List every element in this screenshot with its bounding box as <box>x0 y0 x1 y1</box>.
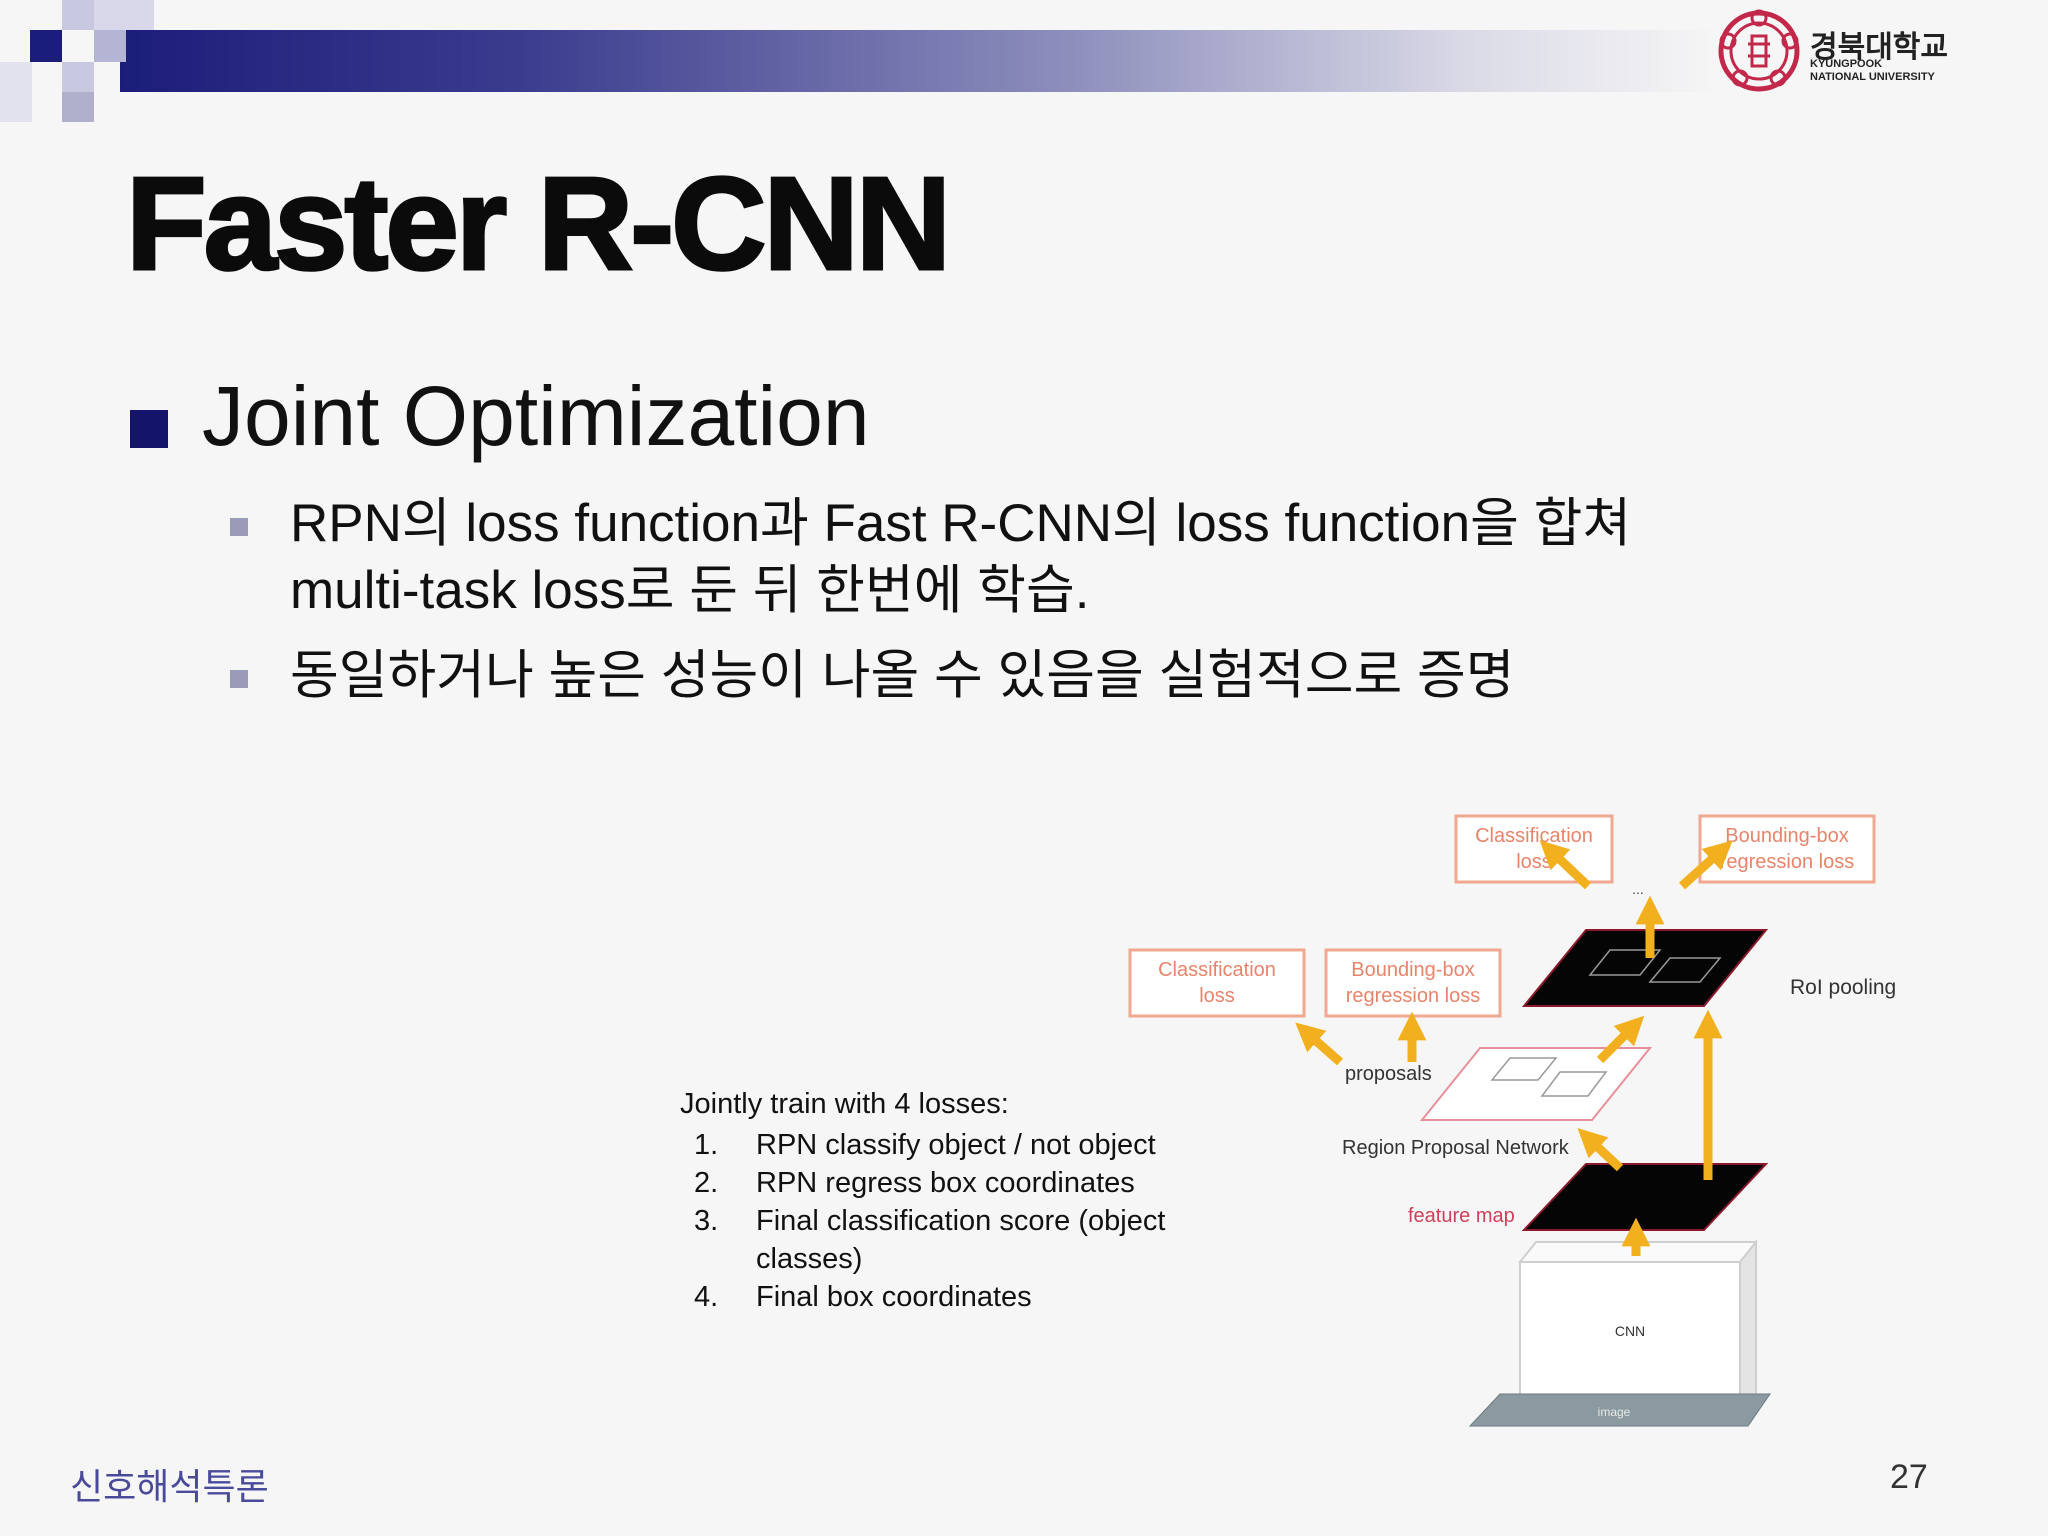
bullet-line: RPN의 loss function과 Fast R-CNN의 loss fun… <box>290 494 1632 553</box>
input-image <box>1468 1393 1771 1427</box>
roi-box <box>1648 957 1722 983</box>
bullet-line: 동일하거나 높은 성능이 나올 수 있음을 실험적으로 증명 <box>290 646 1515 705</box>
rpn-label: Region Proposal Network <box>1342 1137 1570 1159</box>
decor-square <box>94 30 126 62</box>
sub-bullet-icon <box>230 670 248 688</box>
list-item: 3. Final classification score (object cla… <box>694 1202 1216 1278</box>
feature-map-label: feature map <box>1408 1205 1515 1227</box>
bullet-line: multi-task loss로 둔 뒤 한번에 학습. <box>290 561 1090 620</box>
decor-square <box>62 0 94 30</box>
list-text: Final classification score (object class… <box>756 1205 1166 1275</box>
bbox-loss-top-label: Bounding-box <box>1725 825 1848 847</box>
logo-name: 경북대학교 <box>1810 31 1948 64</box>
bullet-text: RPN의 loss function과 Fast R-CNN의 loss fun… <box>290 490 1631 624</box>
seal-icon <box>1718 9 1800 92</box>
header-gradient-band <box>120 30 1720 92</box>
list-item: 1. RPN classify object / not object <box>694 1126 1216 1164</box>
cnn-label: CNN <box>1615 1323 1645 1339</box>
cls-loss-mid-label: loss <box>1199 985 1235 1007</box>
slide-title: Faster R-CNN <box>124 149 952 299</box>
losses-list: 1. RPN classify object / not object 2. RPN… <box>694 1126 1216 1316</box>
heading-joint-optimization: Joint Optimization <box>202 369 870 463</box>
logo-subtitle: KYUNGPOOK NATIONAL UNIVERSITY <box>1810 58 1935 84</box>
decor-square <box>30 30 62 62</box>
bbox-loss-mid-box <box>1324 948 1502 1018</box>
cnn-box-side <box>1739 1239 1757 1427</box>
bbox-loss-top-label: regression loss <box>1720 851 1855 873</box>
decor-square <box>62 92 94 122</box>
page-number: 27 <box>1890 1458 1928 1496</box>
list-number: 1. <box>694 1129 719 1161</box>
list-number: 3. <box>694 1205 719 1237</box>
image-label: image <box>1598 1405 1631 1419</box>
bbox-loss-top-box <box>1698 814 1876 884</box>
roi-pooling-plane <box>1521 929 1769 1007</box>
roi-pooling-label: RoI pooling <box>1790 976 1896 999</box>
cls-loss-top-label: loss <box>1516 851 1552 873</box>
roi-box <box>1588 949 1662 976</box>
decor-square <box>94 0 154 30</box>
arrow-icon <box>1596 1015 1645 1064</box>
list-text: Final box coordinates <box>756 1281 1032 1313</box>
feature-map-plane <box>1521 1163 1769 1231</box>
course-name: 신호해석특론 <box>70 1466 269 1507</box>
cls-loss-mid-box <box>1128 948 1306 1018</box>
bullet-square-icon <box>130 410 168 448</box>
bullet-text: 동일하거나 높은 성능이 나올 수 있음을 실험적으로 증명 <box>290 642 1515 709</box>
proposal-box <box>1490 1057 1558 1081</box>
arrow-icon <box>1539 840 1592 890</box>
list-text: RPN classify object / not object <box>756 1129 1156 1161</box>
cnn-box-front <box>1519 1261 1741 1425</box>
sub-bullet-icon <box>230 518 248 536</box>
decor-square <box>0 62 32 122</box>
university-logo: 경북대학교 KYUNGPOOK NATIONAL UNIVERSITY <box>1716 6 1956 96</box>
proposals-label: proposals <box>1345 1063 1432 1085</box>
proposals-plane <box>1419 1047 1653 1121</box>
ellipsis: ... <box>1632 881 1644 897</box>
list-number: 2. <box>694 1167 719 1199</box>
decor-square <box>62 62 94 92</box>
proposal-box <box>1540 1071 1608 1097</box>
bbox-loss-mid-label: regression loss <box>1346 985 1481 1007</box>
list-item: 2. RPN regress box coordinates <box>694 1164 1216 1202</box>
cls-loss-top-box <box>1454 814 1614 884</box>
arrow-icon <box>1678 840 1733 890</box>
logo-sub-line2: NATIONAL UNIVERSITY <box>1810 71 1935 83</box>
list-number: 4. <box>694 1281 719 1313</box>
cls-loss-mid-label: Classification <box>1158 959 1276 981</box>
arrow-icon <box>1577 1128 1624 1172</box>
bbox-loss-mid-label: Bounding-box <box>1351 959 1474 981</box>
list-item: 4. Final box coordinates <box>694 1278 1216 1316</box>
logo-sub-line1: KYUNGPOOK <box>1810 58 1883 70</box>
arrow-icon <box>1295 1022 1343 1066</box>
cls-loss-top-label: Classification <box>1475 825 1593 847</box>
cnn-box-top <box>1517 1241 1759 1263</box>
losses-heading: Jointly train with 4 losses: <box>680 1088 1009 1120</box>
list-text: RPN regress box coordinates <box>756 1167 1135 1199</box>
